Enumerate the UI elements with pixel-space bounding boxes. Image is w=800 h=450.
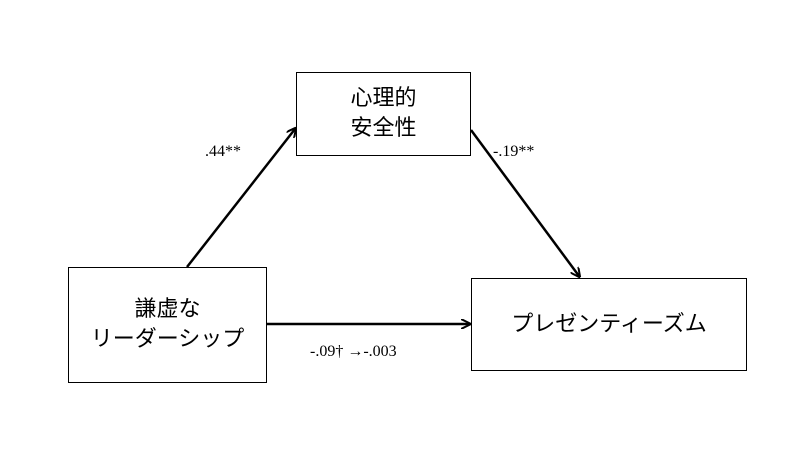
mediator-label-line1: 心理的 xyxy=(350,86,417,112)
mediator-box: 心理的 安全性 xyxy=(296,72,471,156)
arrow-a-predictor-to-mediator xyxy=(186,129,295,268)
mediator-label-line2: 安全性 xyxy=(350,116,417,141)
predictor-box: 謙虚な リーダーシップ xyxy=(68,267,267,383)
predictor-label-line1: 謙虚な xyxy=(134,297,201,323)
path-b-coefficient: -.19** xyxy=(493,143,535,160)
path-c-coefficient: -.09† →-.003 xyxy=(310,343,397,360)
outcome-box: プレゼンティーズム xyxy=(471,278,747,371)
outcome-label: プレゼンティーズム xyxy=(511,311,707,337)
path-a-coefficient: .44** xyxy=(205,143,241,160)
arrow-b-mediator-to-outcome xyxy=(469,129,579,276)
predictor-label-line2: リーダーシップ xyxy=(90,327,245,352)
